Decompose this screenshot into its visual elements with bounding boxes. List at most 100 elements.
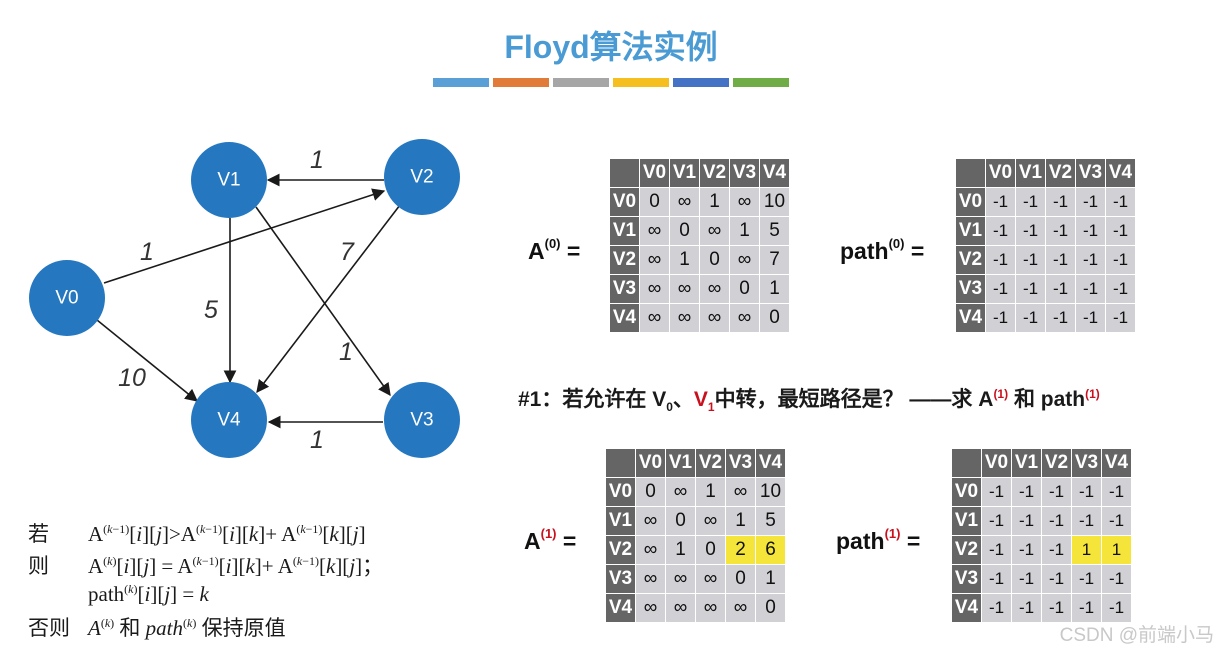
color-swatch-1	[433, 78, 489, 87]
matrix-col-header: V0	[639, 158, 670, 188]
matrix-cell: 1	[729, 216, 760, 246]
matrix-row-header: V2	[605, 535, 636, 565]
directed-graph: V0 V1 V2 V3 V4 1 10 1 5 1 7 1	[29, 139, 460, 458]
matrix-cell: -1	[1075, 216, 1106, 246]
matrix-row-header: V1	[955, 216, 986, 246]
matrix-cell: -1	[985, 245, 1016, 275]
matrix-cell: -1	[1041, 477, 1072, 507]
matrix-col-header: V4	[1105, 158, 1136, 188]
matrix-cell: ∞	[725, 477, 756, 507]
matrix-corner	[951, 448, 982, 478]
matrix-cell: ∞	[699, 216, 730, 246]
matrix-cell: ∞	[665, 564, 696, 594]
matrix-cell: 1	[665, 535, 696, 565]
matrix-cell: 0	[729, 274, 760, 304]
matrix-cell: -1	[1071, 506, 1102, 536]
color-swatch-2	[493, 78, 549, 87]
edge-label-v1-v4: 5	[204, 296, 218, 324]
matrix-cell: 0	[725, 564, 756, 594]
matrix-cell: 1	[669, 245, 700, 275]
matrix-row-header: V2	[955, 245, 986, 275]
note-sub0: 0	[666, 400, 673, 415]
matrix-cell: -1	[1105, 187, 1136, 217]
edge-v2-v4	[256, 204, 401, 394]
matrix-cell: -1	[1101, 593, 1132, 623]
matrix-cell: -1	[1071, 593, 1102, 623]
matrix-cell: 10	[755, 477, 786, 507]
matrix-cell: -1	[1015, 303, 1046, 333]
matrix-corner	[955, 158, 986, 188]
matrix-col-header: V4	[1101, 448, 1132, 478]
note-mid: 中转，最短路径是？ ——求 A	[714, 388, 994, 411]
matrix-row-header: V3	[955, 274, 986, 304]
note-red-sub: 1	[707, 400, 715, 415]
matrix-cell: 1	[725, 506, 756, 536]
page-title: Floyd算法实例	[504, 29, 718, 65]
note-sup1: (1)	[993, 387, 1009, 401]
matrix-cell: -1	[985, 216, 1016, 246]
matrix-cell: ∞	[695, 593, 726, 623]
matrix-col-header: V2	[1041, 448, 1072, 478]
matrix-row-header: V4	[955, 303, 986, 333]
matrix-cell: -1	[981, 535, 1012, 565]
matrix-cell: -1	[981, 564, 1012, 594]
matrix-row-header: V1	[609, 216, 640, 246]
matrix-cell: 0	[669, 216, 700, 246]
matrix-cell: ∞	[729, 245, 760, 275]
matrix-cell: ∞	[665, 593, 696, 623]
color-swatch-5	[673, 78, 729, 87]
formula-if-keyword: 若	[28, 522, 49, 546]
matrix-row-header: V3	[951, 564, 982, 594]
node-label-v2: V2	[410, 167, 433, 188]
label-a1-name: A	[524, 528, 541, 554]
matrix-corner	[609, 158, 640, 188]
matrix-cell: 7	[759, 245, 790, 275]
matrix-col-header: V1	[1011, 448, 1042, 478]
matrix-cell: -1	[1041, 506, 1072, 536]
matrix-cell: 0	[755, 593, 786, 623]
matrix-cell: 1	[1101, 535, 1132, 565]
color-swatch-4	[613, 78, 669, 87]
matrix-row-header: V1	[605, 506, 636, 536]
matrix-cell: -1	[981, 477, 1012, 507]
matrix-row-header: V2	[951, 535, 982, 565]
matrix-col-header: V3	[1071, 448, 1102, 478]
edge-v0-v2	[103, 188, 386, 284]
matrix-cell: ∞	[725, 593, 756, 623]
matrix-cell: 0	[759, 303, 790, 333]
matrix-col-header: V4	[759, 158, 790, 188]
matrix-cell: 1	[755, 564, 786, 594]
matrix-cell: ∞	[639, 303, 670, 333]
formula-path-line: path(k)[i][j] = k	[88, 582, 209, 606]
matrix-cell: -1	[1011, 535, 1042, 565]
matrix-cell: -1	[1075, 187, 1106, 217]
label-path1: path(1) =	[836, 526, 921, 554]
color-bar	[433, 78, 789, 87]
note-sep: 、	[672, 388, 694, 411]
matrix-cell: -1	[1071, 477, 1102, 507]
label-a1-sup: (1)	[540, 526, 557, 541]
matrix-cell: -1	[1045, 187, 1076, 217]
matrix-cell: 1	[759, 274, 790, 304]
matrix-cell: 0	[665, 506, 696, 536]
matrix-col-header: V0	[985, 158, 1016, 188]
matrix-cell: -1	[985, 274, 1016, 304]
edge-label-v0-v2: 1	[140, 238, 154, 266]
matrix-col-header: V1	[669, 158, 700, 188]
matrix-col-header: V2	[1045, 158, 1076, 188]
matrix-cell: 5	[759, 216, 790, 246]
matrix-cell: ∞	[699, 303, 730, 333]
matrix-cell: ∞	[635, 535, 666, 565]
matrix-row-header: V0	[955, 187, 986, 217]
matrix-cell: -1	[1011, 477, 1042, 507]
matrix-col-header: V0	[981, 448, 1012, 478]
matrix-cell: ∞	[695, 564, 726, 594]
label-path1-name: path	[836, 528, 885, 554]
matrix-cell: -1	[1105, 245, 1136, 275]
node-label-v3: V3	[410, 410, 433, 431]
matrix-cell: -1	[1015, 187, 1046, 217]
matrix-cell: -1	[985, 187, 1016, 217]
matrix-cell: 10	[759, 187, 790, 217]
matrix-cell: -1	[1101, 506, 1132, 536]
